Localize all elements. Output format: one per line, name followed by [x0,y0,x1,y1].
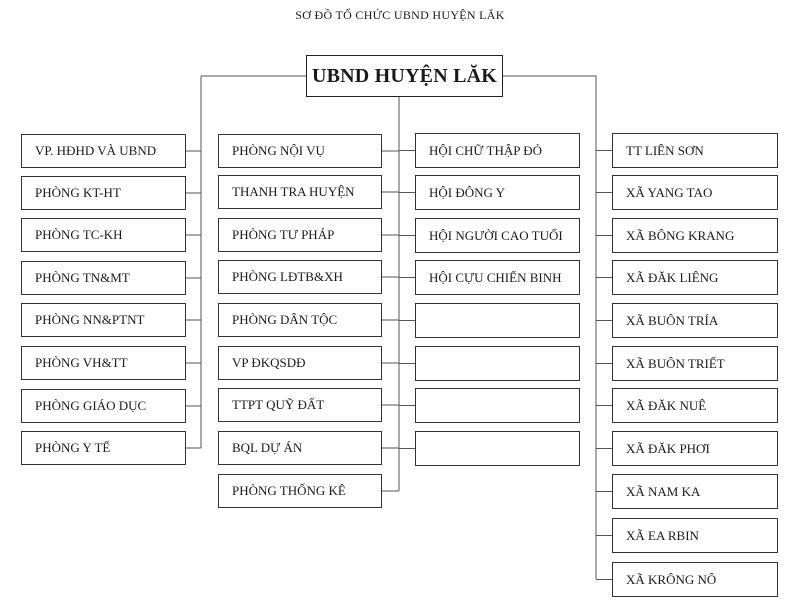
org-unit-label: PHÒNG NỘI VỤ [232,143,325,158]
org-unit-box: XÃ ĐĂK LIÊNG [612,260,778,295]
org-unit-label: HỘI ĐÔNG Y [429,184,506,200]
org-unit-box: XÃ YANG TAO [612,175,778,210]
org-unit-box: HỘI ĐÔNG Y [415,175,580,210]
org-unit-label: XÃ NAM KA [626,483,701,499]
org-unit-box: BQL DỰ ÁN [218,431,382,465]
root-node-label: UBND HUYỆN LĂK [311,64,498,87]
org-unit-box: HỘI CỰU CHIẾN BINH [415,260,580,295]
org-unit-box: PHÒNG LĐTB&XH [218,260,382,294]
org-unit-label: VP ĐKQSDĐ [232,355,306,370]
org-unit-box: PHÒNG NỘI VỤ [218,134,382,168]
org-unit-box-empty [415,303,580,338]
org-unit-label: HỘI NGƯỜI CAO TUỔI [429,227,563,243]
org-unit-label: PHÒNG TN&MT [35,270,130,285]
page-title: SƠ ĐỒ TỔ CHỨC UBND HUYỆN LẮK [295,8,505,22]
org-unit-box: XÃ NAM KA [612,474,778,509]
org-unit-label: XÃ EA RBIN [626,527,699,543]
org-unit-box: PHÒNG THỐNG KÊ [218,474,382,508]
org-unit-label: XÃ BUÔN TRÍA [626,312,719,328]
org-unit-box: XÃ BÔNG KRANG [612,218,778,253]
org-unit-label: HỘI CHỮ THẬP ĐỎ [429,142,543,158]
org-unit-label: PHÒNG TƯ PHÁP [232,227,335,242]
org-unit-box: THANH TRA HUYỆN [218,175,382,209]
org-unit-box: TTPT QUỸ ĐẤT [218,388,382,422]
org-unit-label: PHÒNG THỐNG KÊ [232,483,346,498]
org-unit-label: XÃ KRÔNG NÔ [626,571,717,587]
org-unit-label: TT LIÊN SƠN [626,142,704,158]
org-unit-box: XÃ ĐĂK NUÊ [612,388,778,423]
org-unit-label: PHÒNG KT-HT [35,185,121,200]
org-unit-label: PHÒNG GIÁO DỤC [35,398,147,413]
org-unit-label: XÃ ĐĂK LIÊNG [626,269,719,285]
org-unit-box: PHÒNG KT-HT [21,176,186,210]
org-unit-label: XÃ ĐĂK NUÊ [626,397,707,413]
org-unit-box: HỘI NGƯỜI CAO TUỔI [415,218,580,253]
org-unit-box: PHÒNG TC-KH [21,218,186,252]
org-unit-box: XÃ BUÔN TRÍA [612,303,778,338]
org-unit-box: TT LIÊN SƠN [612,133,778,168]
org-unit-label: TTPT QUỸ ĐẤT [232,397,325,412]
org-unit-box: VP ĐKQSDĐ [218,346,382,380]
org-unit-box-empty [415,388,580,423]
org-unit-label: PHÒNG TC-KH [35,227,123,242]
org-unit-label: XÃ BÔNG KRANG [626,227,735,243]
org-unit-box: VP. HĐHD VÀ UBND [21,134,186,168]
org-unit-label: XÃ ĐĂK PHƠI [626,440,710,456]
org-unit-box: PHÒNG TƯ PHÁP [218,218,382,252]
org-unit-box: PHÒNG DÂN TỘC [218,303,382,337]
org-unit-label: PHÒNG DÂN TỘC [232,312,338,327]
org-unit-box-empty [415,346,580,381]
org-unit-label: PHÒNG Y TẾ [35,440,111,455]
org-unit-box-empty [415,431,580,466]
org-unit-label: BQL DỰ ÁN [232,440,303,455]
org-unit-box: XÃ EA RBIN [612,518,778,553]
org-unit-box: PHÒNG GIÁO DỤC [21,389,186,423]
org-unit-box: PHÒNG Y TẾ [21,431,186,465]
org-unit-box: XÃ BUÔN TRIẾT [612,346,778,381]
org-unit-box: PHÒNG NN&PTNT [21,303,186,337]
root-node: UBND HUYỆN LĂK [306,55,503,97]
org-unit-label: VP. HĐHD VÀ UBND [35,143,157,158]
org-unit-label: PHÒNG LĐTB&XH [232,269,343,284]
org-unit-box: XÃ KRÔNG NÔ [612,562,778,597]
org-unit-label: THANH TRA HUYỆN [232,184,355,199]
org-unit-box: HỘI CHỮ THẬP ĐỎ [415,133,580,168]
org-unit-box: PHÒNG TN&MT [21,261,186,295]
org-unit-box: XÃ ĐĂK PHƠI [612,431,778,466]
org-unit-label: HỘI CỰU CHIẾN BINH [429,269,562,285]
org-unit-box: PHÒNG VH&TT [21,346,186,380]
org-unit-label: XÃ BUÔN TRIẾT [626,355,725,371]
org-unit-label: PHÒNG VH&TT [35,355,128,370]
org-unit-label: XÃ YANG TAO [626,184,713,200]
org-unit-label: PHÒNG NN&PTNT [35,312,145,327]
